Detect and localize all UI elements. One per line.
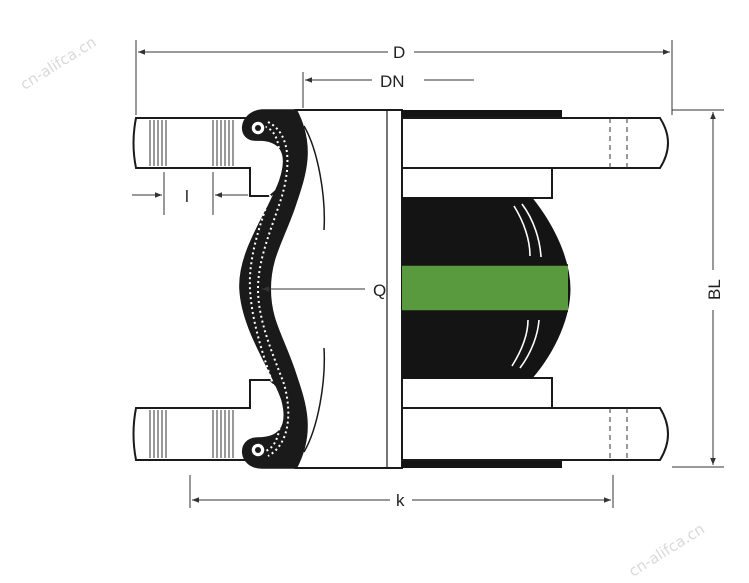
watermark-bottom-right: cn-alifca.cn	[625, 520, 707, 581]
label-DN: DN	[380, 72, 405, 91]
watermark-top-left: cn-alifca.cn	[17, 33, 99, 94]
svg-text:cn-alifca.cn: cn-alifca.cn	[625, 520, 707, 581]
label-k: k	[396, 491, 405, 510]
label-l: l	[185, 187, 189, 206]
label-BL: BL	[705, 279, 724, 300]
green-band	[402, 265, 568, 311]
right-top-flange	[401, 110, 669, 199]
rubber-wall-section	[239, 109, 308, 469]
label-Q: Q	[373, 281, 386, 300]
rubber-bellows	[401, 197, 571, 379]
right-bottom-flange	[401, 377, 669, 468]
svg-text:cn-alifca.cn: cn-alifca.cn	[17, 33, 99, 94]
dimension-lines	[132, 40, 724, 508]
label-D: D	[393, 43, 405, 62]
